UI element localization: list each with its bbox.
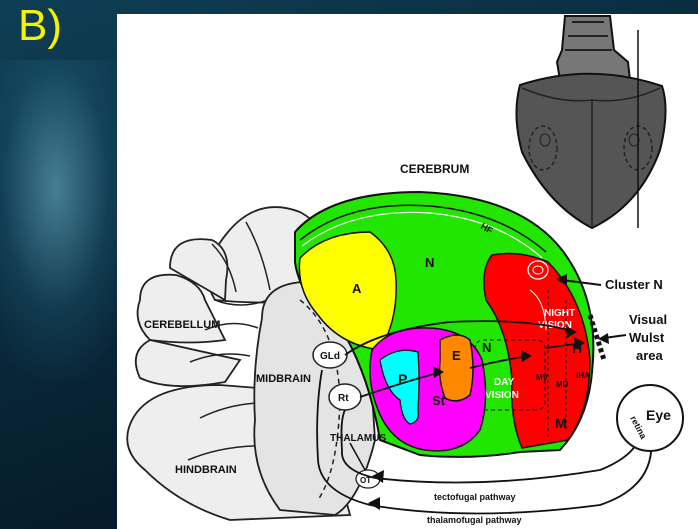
night-vision-label-1: NIGHT — [544, 308, 575, 319]
visual-wulst-label-3: area — [636, 348, 664, 363]
panel-label: B) — [18, 4, 62, 48]
bird-head-illustration — [516, 16, 665, 228]
hindbrain-label: HINDBRAIN — [175, 464, 237, 476]
brain-diagram-svg: CEREBELLUM HINDBRAIN MIDBRAIN CEREBRUM H… — [117, 14, 698, 529]
cerebellum-label: CEREBELLUM — [144, 319, 220, 331]
thalamus-label: THALAMUS — [330, 433, 386, 444]
a-label: A — [352, 281, 362, 296]
day-vision-label-1: DAY — [494, 377, 515, 388]
cerebrum-label: CEREBRUM — [400, 162, 469, 176]
m-label: M — [555, 415, 567, 431]
rt-label: Rt — [338, 393, 349, 404]
thalamofugal-label: thalamofugal pathway — [427, 515, 522, 525]
visual-wulst-label-1: Visual — [629, 312, 667, 327]
gld-label: GLd — [320, 351, 340, 362]
n-top-label: N — [425, 255, 434, 270]
mv-label: MV — [536, 373, 549, 382]
md-label: MD — [556, 380, 569, 389]
day-vision-label-2: VISION — [485, 390, 519, 401]
iha-label: IHA — [576, 371, 590, 380]
eye: Eye retina — [617, 385, 683, 451]
e-label: E — [452, 348, 461, 363]
eye-label: Eye — [646, 407, 671, 423]
visual-wulst-label-2: Wulst — [629, 330, 665, 345]
tectofugal-label: tectofugal pathway — [434, 492, 516, 502]
region-e: E — [440, 335, 473, 401]
brain-diagram-figure: CEREBELLUM HINDBRAIN MIDBRAIN CEREBRUM H… — [117, 14, 698, 529]
midbrain-label: MIDBRAIN — [256, 373, 311, 385]
n-mid-label: N — [482, 340, 491, 355]
cluster-n-label: Cluster N — [605, 277, 663, 292]
